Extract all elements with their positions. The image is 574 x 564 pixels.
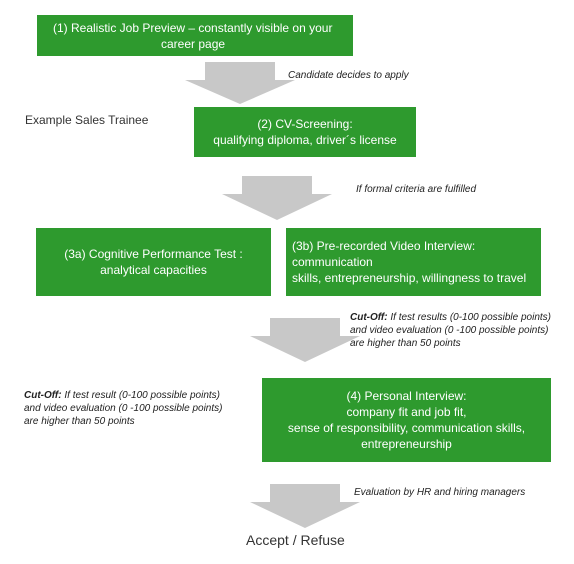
cutoff-right-line-1: If test results (0-100 possible points) (387, 312, 551, 323)
cutoff-right-label: Cut-Off: (350, 312, 388, 323)
step-3a-cognitive-test: (3a) Cognitive Performance Test : analyt… (36, 228, 271, 296)
step-1-line-1: (1) Realistic Job Preview – constantly v… (53, 20, 333, 35)
step-4-line-4: entrepreneurship (361, 437, 452, 451)
arrow-down-3 (250, 318, 360, 362)
note-evaluation: Evaluation by HR and hiring managers (354, 487, 526, 498)
step-2-line-1: (2) CV-Screening: (257, 117, 353, 131)
step-3b-line-2: skills, entrepreneurship, willingness to… (292, 271, 527, 285)
note-cutoff-right: Cut-Off: If test results (0-100 possible… (350, 311, 565, 350)
step-4-line-2: company fit and job fit, (346, 405, 467, 419)
outcome-accept-refuse: Accept / Refuse (246, 532, 345, 548)
cutoff-left-line-2: and video evaluation (0 -100 possible po… (24, 403, 223, 414)
arrow-down-2 (222, 176, 332, 220)
note-formal-criteria: If formal criteria are fulfilled (356, 184, 477, 195)
step-3b-line-1: (3b) Pre-recorded Video Interview: commu… (292, 239, 476, 269)
step-4-personal-interview: (4) Personal Interview: company fit and … (262, 378, 551, 462)
cutoff-right-line-3: are higher than 50 points (350, 338, 461, 349)
step-4-line-3: sense of responsibility, communication s… (287, 421, 526, 435)
step-3a-line-1: (3a) Cognitive Performance Test : (64, 247, 243, 261)
arrow-down-1 (185, 62, 295, 104)
cutoff-left-label: Cut-Off: (24, 390, 62, 401)
note-candidate-applies: Candidate decides to apply (288, 70, 409, 81)
step-3a-line-2: analytical capacities (100, 263, 207, 277)
step-1-line-2: career page (161, 36, 226, 51)
note-cutoff-left: Cut-Off: If test result (0-100 possible … (24, 389, 249, 428)
cutoff-right-line-2: and video evaluation (0 -100 possible po… (350, 325, 549, 336)
step-2-cv-screening: (2) CV-Screening: qualifying diploma, dr… (194, 107, 416, 157)
cutoff-left-line-3: are higher than 50 points (24, 416, 135, 427)
step-4-line-1: (4) Personal Interview: (346, 389, 467, 403)
arrow-down-4 (250, 484, 360, 528)
step-1-realistic-job-preview: (1) Realistic Job Preview – constantly v… (37, 15, 353, 56)
step-2-line-2: qualifying diploma, driver´s license (213, 133, 397, 147)
cutoff-left-line-1: If test result (0-100 possible points) (61, 390, 220, 401)
step-3b-video-interview: (3b) Pre-recorded Video Interview: commu… (286, 228, 541, 296)
example-label: Example Sales Trainee (25, 113, 149, 127)
